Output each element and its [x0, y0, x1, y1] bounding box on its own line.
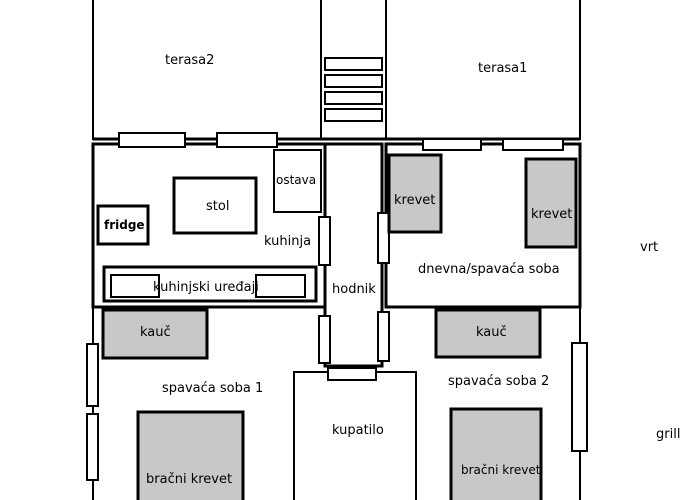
door-bathroom — [327, 367, 377, 381]
stair-step-4 — [324, 108, 383, 122]
double-bed-left — [136, 410, 245, 500]
label-fridge: fridge — [104, 218, 145, 232]
label-ostava: ostava — [276, 173, 316, 187]
label-bracni-krevet-left: bračni krevet — [146, 472, 232, 487]
pantry-walls — [273, 149, 322, 213]
door-hallway-bedroom2 — [377, 311, 390, 362]
label-kauc-right: kauč — [476, 325, 507, 340]
label-terasa1: terasa1 — [478, 61, 527, 76]
fridge-box — [96, 204, 150, 246]
label-kuhinja: kuhinja — [264, 234, 311, 249]
label-vrt: vrt — [640, 240, 658, 255]
window-top-4 — [502, 138, 564, 151]
stair-step-1 — [324, 57, 383, 71]
label-krevet-left: krevet — [394, 193, 435, 208]
label-kauc-left: kauč — [140, 325, 171, 340]
window-top-1 — [118, 132, 186, 148]
door-hallway-bedroom1 — [318, 315, 331, 364]
stair-step-3 — [324, 91, 383, 105]
label-spavaca-2: spavaća soba 2 — [448, 374, 549, 389]
furniture — [96, 153, 578, 500]
door-hallway-kitchen — [318, 216, 331, 266]
couch-left — [101, 308, 209, 360]
label-bracni-krevet-right: bračni krevet — [461, 463, 541, 477]
window-top-3 — [422, 138, 482, 151]
label-grill: grill — [656, 427, 680, 442]
label-terasa2: terasa2 — [165, 53, 214, 68]
double-bed-right — [449, 407, 543, 500]
label-kuhinjski-uredjaji: kuhinjski uređaji — [153, 280, 259, 295]
door-hallway-living — [377, 212, 390, 264]
label-spavaca-1: spavaća soba 1 — [162, 381, 263, 396]
bed-living-left — [387, 153, 443, 234]
appliance-2 — [255, 274, 306, 298]
appliance-1 — [110, 274, 160, 298]
label-hodnik: hodnik — [332, 282, 376, 297]
label-stol: stol — [206, 199, 229, 214]
stairs — [324, 57, 383, 122]
labels: terasa2 terasa1 stol ostava fridge kuhin… — [104, 53, 680, 487]
window-top-2 — [216, 132, 278, 148]
bed-living-right — [524, 157, 578, 249]
window-left-1 — [86, 343, 99, 407]
label-kupatilo: kupatilo — [332, 423, 384, 438]
window-left-2 — [86, 413, 99, 481]
windows — [86, 132, 588, 481]
couch-right — [434, 308, 542, 359]
window-right — [571, 342, 588, 452]
stair-step-2 — [324, 74, 383, 88]
table-stol — [172, 176, 258, 235]
label-dnevna-spavaca: dnevna/spavaća soba — [418, 262, 560, 277]
label-krevet-right: krevet — [531, 207, 572, 222]
